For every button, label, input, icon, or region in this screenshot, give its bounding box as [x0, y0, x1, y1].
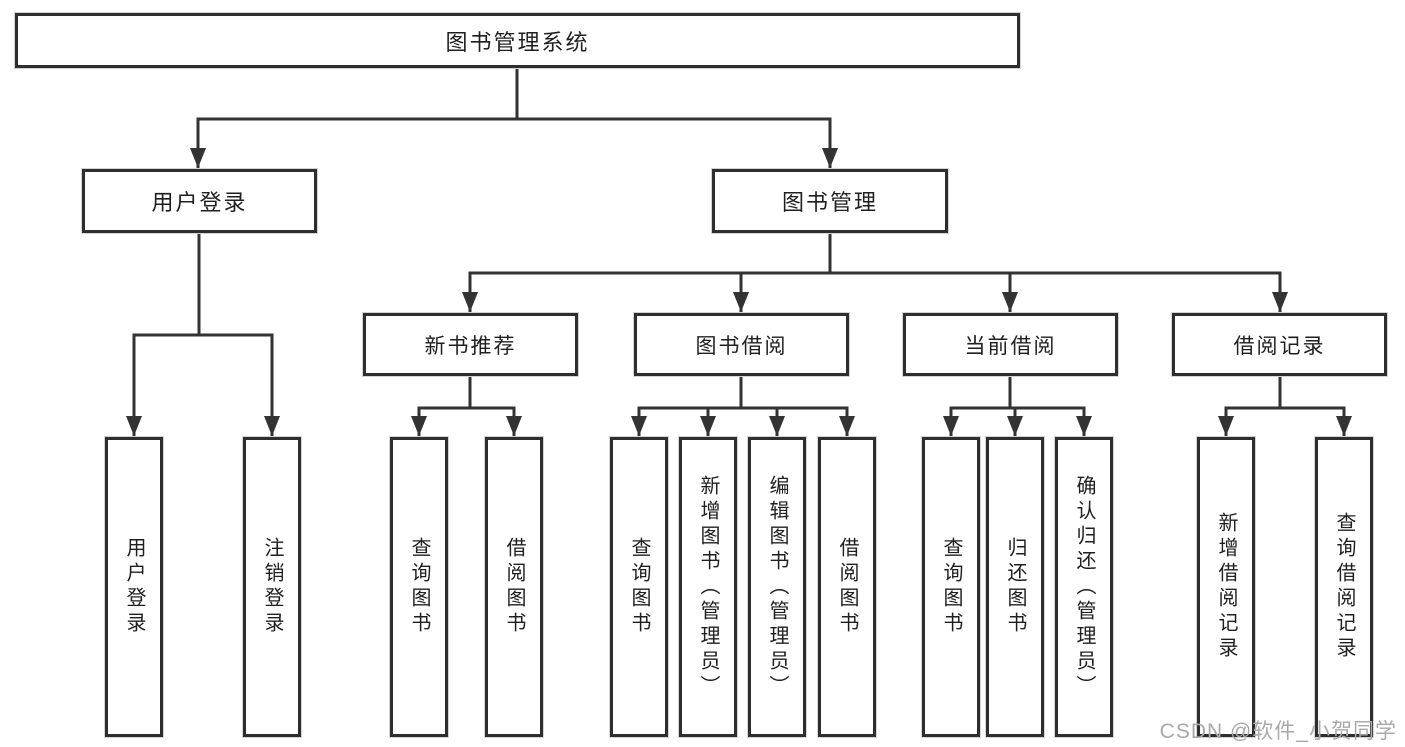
leaf-borrow-books: 借阅图书	[818, 437, 876, 737]
csdn-watermark: CSDN @软件_小贺同学	[1159, 720, 1397, 743]
node-label: 图书管理	[781, 190, 878, 215]
node-new-book-recommend: 新书推荐	[363, 313, 578, 376]
leaf-add-book-admin: 新增图书（管理员）	[679, 437, 737, 737]
node-label: 用户登录	[151, 190, 248, 215]
node-label: 图书管理系统	[445, 29, 590, 55]
node-borrow-records: 借阅记录	[1172, 313, 1387, 376]
leaf-return-book: 归还图书	[986, 437, 1044, 737]
leaf-query-books-borrow: 查询图书	[610, 437, 668, 737]
node-label: 新书推荐	[424, 334, 517, 358]
node-label: 借阅记录	[1233, 334, 1326, 358]
leaf-logout: 注销登录	[243, 437, 301, 737]
node-book-borrow: 图书借阅	[634, 313, 849, 376]
leaf-query-borrow-record: 查询借阅记录	[1315, 437, 1373, 737]
leaf-query-books-current: 查询图书	[922, 437, 980, 737]
node-label: 图书借阅	[695, 334, 788, 358]
node-user-login: 用户登录	[82, 169, 317, 233]
leaf-edit-book-admin: 编辑图书（管理员）	[748, 437, 806, 737]
leaf-add-borrow-record: 新增借阅记录	[1197, 437, 1255, 737]
node-current-borrow: 当前借阅	[903, 313, 1118, 376]
leaf-borrow-books-recommend: 借阅图书	[485, 437, 543, 737]
leaf-confirm-return-admin: 确认归还（管理员）	[1055, 437, 1113, 737]
node-label: 当前借阅	[964, 334, 1057, 358]
node-book-management: 图书管理	[712, 169, 948, 233]
leaf-user-login: 用户登录	[105, 437, 163, 737]
node-library-management-system: 图书管理系统	[15, 13, 1020, 68]
leaf-query-books-recommend: 查询图书	[390, 437, 448, 737]
